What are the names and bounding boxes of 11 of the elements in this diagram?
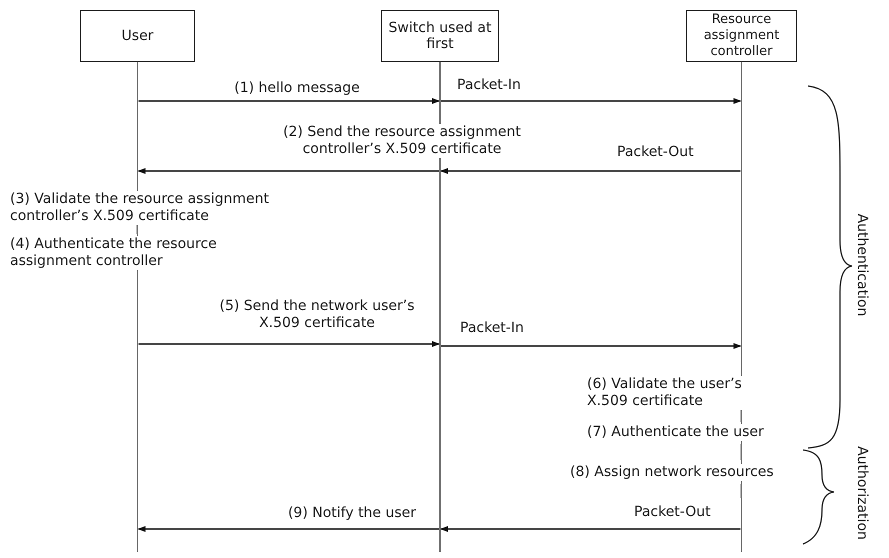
participant-box: Resource assignment controller	[686, 10, 797, 62]
message-arrow	[138, 341, 440, 347]
participant-box: Switch used at first	[381, 10, 499, 62]
message-arrow	[138, 526, 439, 532]
message-arrow	[441, 343, 742, 349]
message-arrow	[441, 98, 742, 104]
message-arrow	[440, 526, 740, 532]
message-arrow	[138, 98, 440, 104]
message-arrow	[440, 168, 740, 174]
participant-box: User	[80, 10, 195, 62]
message-arrow	[138, 168, 439, 174]
